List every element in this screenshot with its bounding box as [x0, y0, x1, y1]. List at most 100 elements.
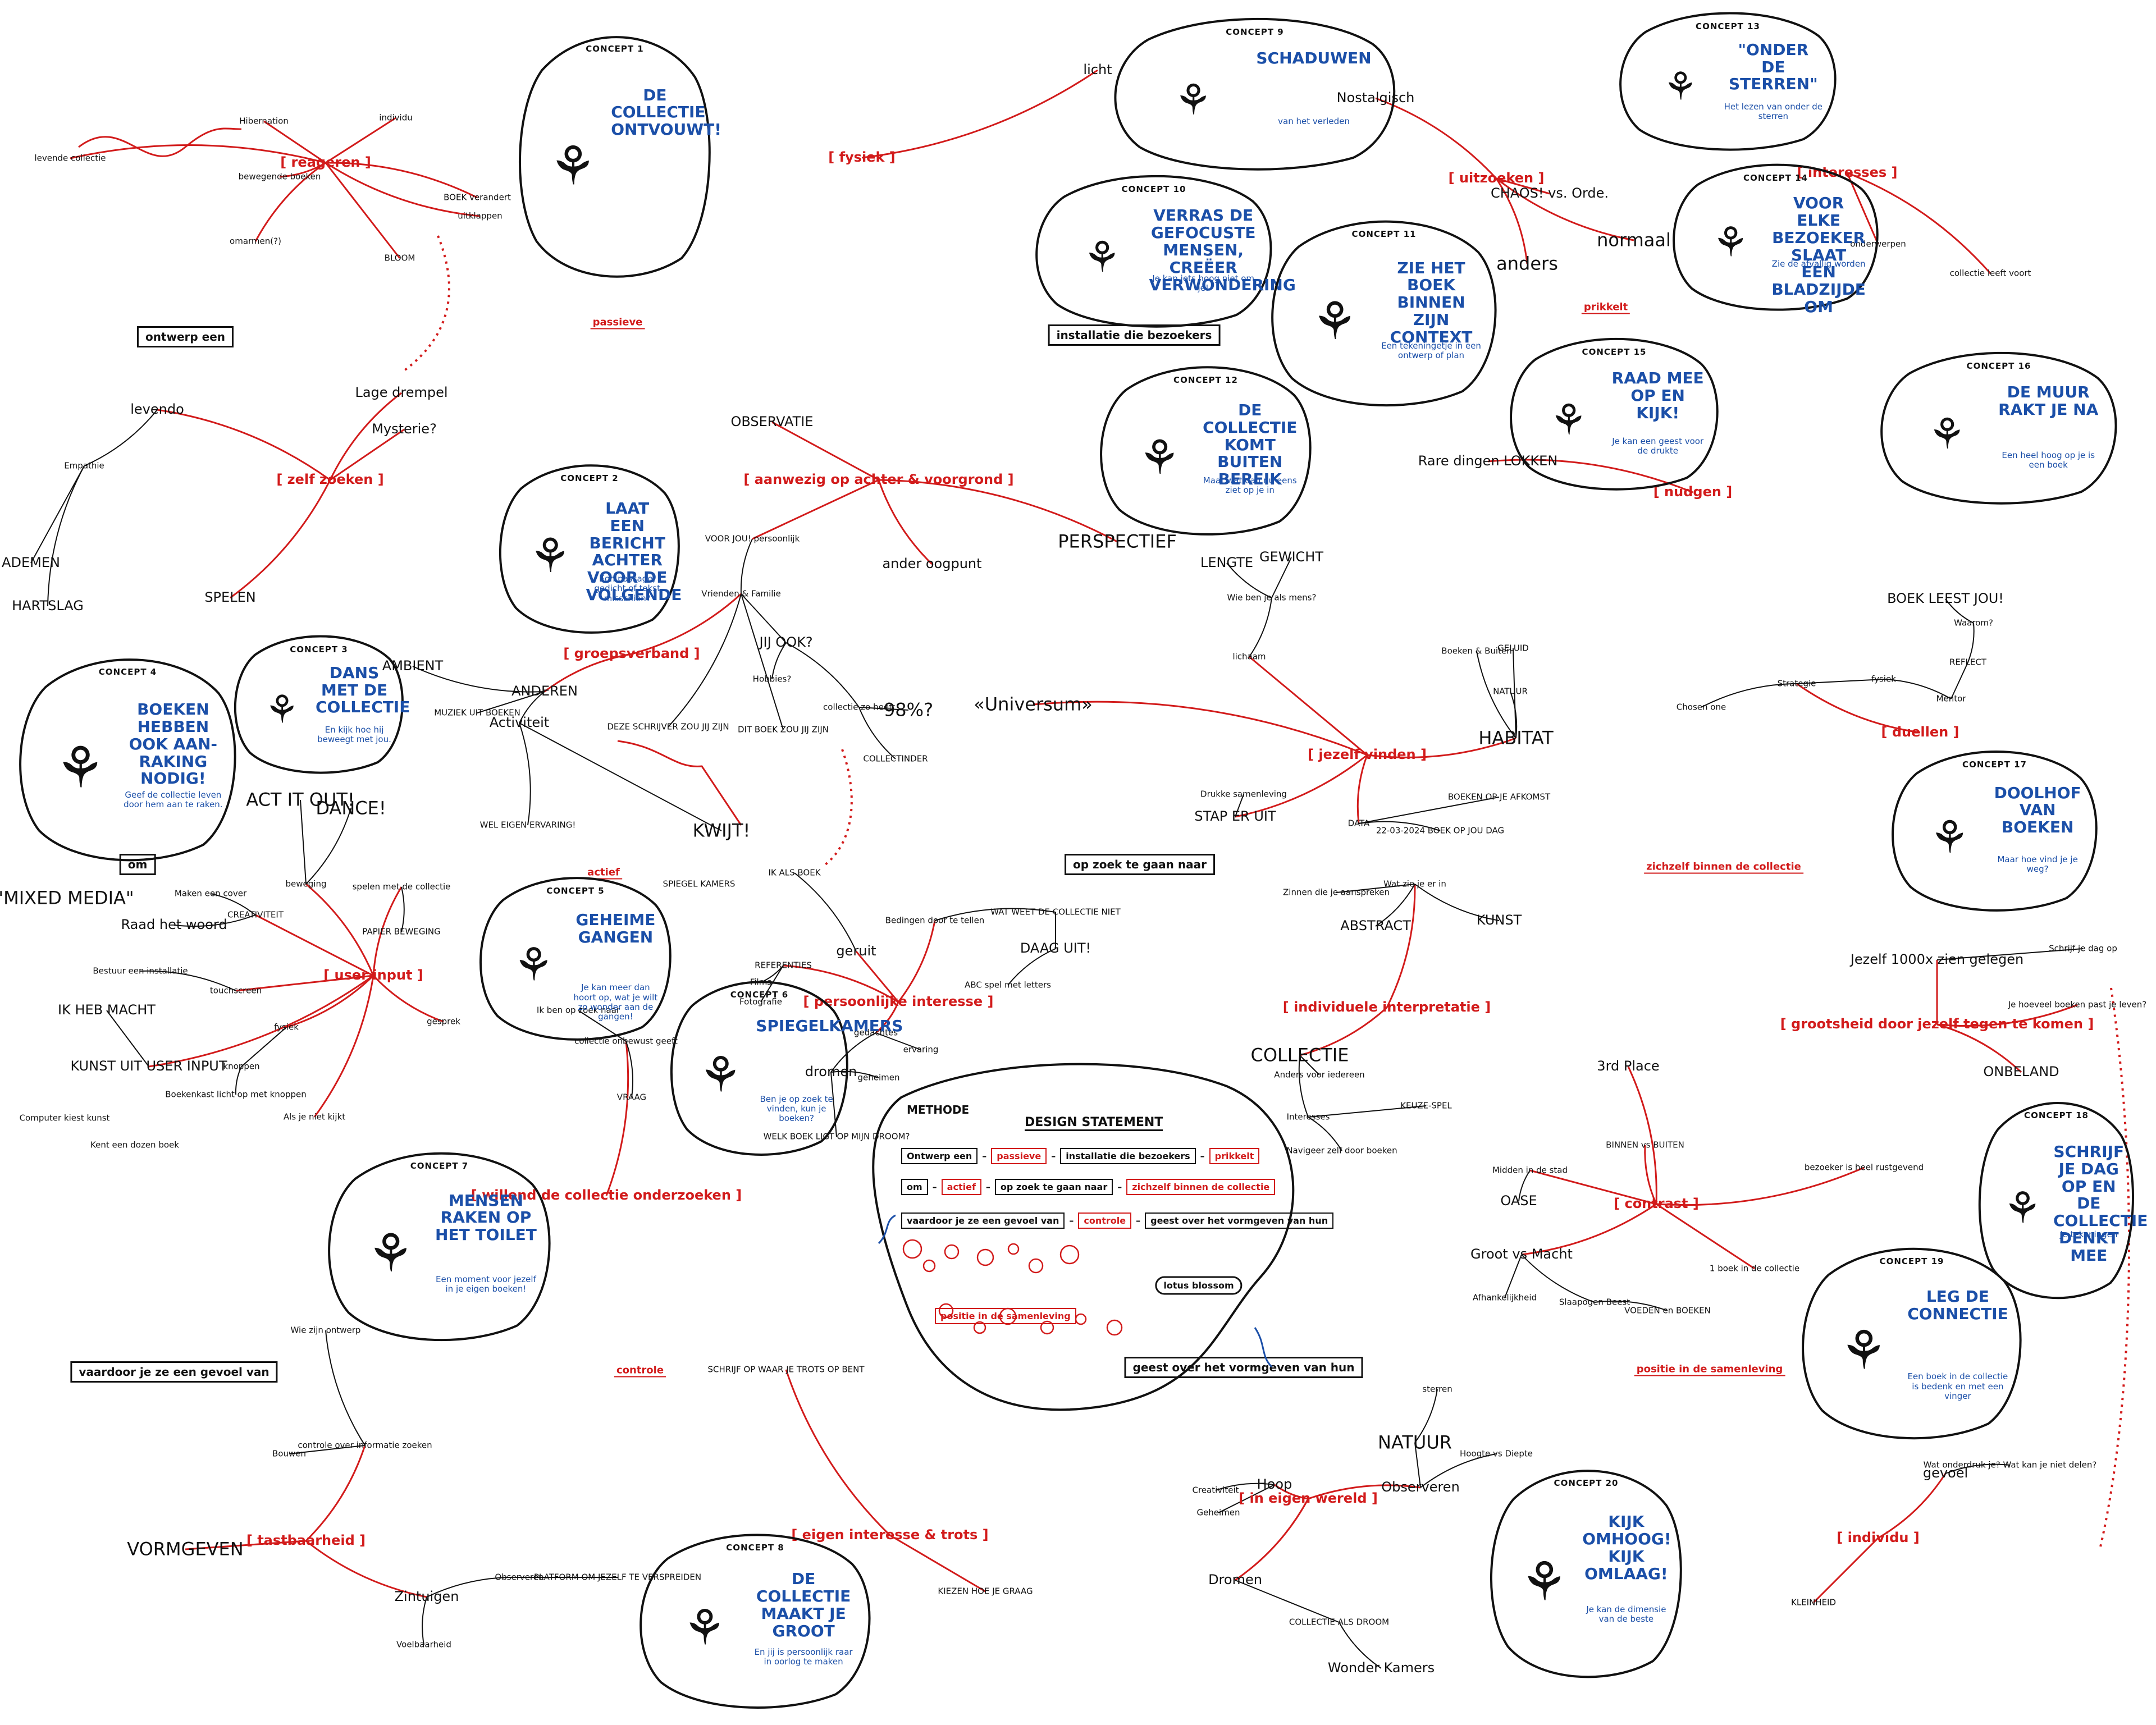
connection-line: [313, 975, 374, 1118]
concept-bubble: CONCEPT 7 MENSEN RAKEN OP HET TOILET Een…: [328, 1151, 551, 1342]
connection-line: [741, 593, 784, 730]
connection-line: [1495, 178, 1528, 264]
connection-line: [519, 722, 531, 826]
idea-node: Wie zijn ontwerp: [290, 1325, 361, 1335]
sketch-figure-icon: ⚘: [1839, 1320, 1888, 1382]
concept-subtitle: Zie de afvallig worden: [1771, 258, 1866, 269]
lotus-petal-circle: [922, 1259, 936, 1273]
idea-node: gesprek: [427, 1016, 460, 1027]
connection-line: [1796, 683, 1921, 734]
idea-node: Wat onderdruk je? Wat kan je niet delen?: [1923, 1459, 2097, 1470]
concept-subtitle: Je kan iets hoog niet om je!: [1152, 273, 1255, 294]
idea-node: beweging: [285, 878, 327, 889]
design-statement-row: om–actief–op zoek te gaan naar–zichzelf …: [901, 1179, 1276, 1195]
idea-node: Wonder Kamers: [1327, 1660, 1435, 1676]
idea-node: BOEKEN OP JE AFKOMST: [1447, 791, 1551, 802]
idea-node: Wat zie je er in: [1383, 878, 1446, 889]
connection-line: [1936, 948, 2084, 960]
separator-dash: –: [1200, 1151, 1205, 1161]
concept-title: DE COLLECTIE ONTVOUWT!: [611, 85, 721, 139]
concept-bubble: CONCEPT 6 SPIEGELKAMERS Ben je op zoek t…: [670, 980, 903, 1156]
connection-line: [1627, 1066, 1657, 1205]
idea-node: PAPIER BEWEGING: [362, 926, 441, 937]
concept-title: VERRAS DE GEFOCUSTE MENSEN, CREËER VERWO…: [1149, 206, 1296, 294]
idea-node: DIT BOEK ZOU JIJ ZIJN: [737, 724, 829, 735]
connection-line: [544, 653, 632, 693]
dotted-arc: [2099, 987, 2131, 1550]
connection-line: [740, 538, 753, 594]
idea-node: Kent een dozen boek: [90, 1140, 179, 1150]
lotus-petal-circle: [1028, 1258, 1044, 1274]
connection-line: [325, 1330, 366, 1446]
idea-node: Geheimen: [1196, 1507, 1240, 1518]
concept-number: CONCEPT 10: [1121, 184, 1186, 194]
concept-number: CONCEPT 19: [1879, 1256, 1944, 1266]
theme-node: [ persoonlijke interesse ]: [803, 994, 994, 1010]
idea-node: MUZIEK UIT BOEKEN: [434, 707, 520, 718]
concept-subtitle: En kijk hoe hij beweegt met jou.: [317, 724, 391, 744]
theme-node: [ grootsheid door jezelf tegen te komen …: [1780, 1016, 2094, 1032]
sketch-figure-icon: ⚘: [1663, 64, 1698, 109]
idea-node: omarmen(?): [230, 236, 281, 246]
sketch-figure-icon: ⚘: [682, 1599, 727, 1657]
connection-line: [1033, 701, 1368, 756]
connection-line: [1513, 648, 1516, 739]
idea-node: Observeren: [1381, 1479, 1460, 1495]
theme-node: [ reageren ]: [280, 154, 371, 171]
concept-number: CONCEPT 2: [560, 473, 619, 483]
idea-node: REFERENTIES: [755, 960, 812, 971]
connection-line: [329, 392, 402, 481]
connection-line: [1308, 1117, 1342, 1151]
concept-subtitle: Je tekeningen: [2060, 1229, 2118, 1239]
sketch-figure-icon: ⚘: [1174, 75, 1212, 125]
concept-number: CONCEPT 9: [1226, 27, 1284, 37]
idea-node: geheimen: [857, 1072, 900, 1083]
separator-dash: –: [1136, 1215, 1141, 1226]
idea-node: COLLECTIE: [1250, 1044, 1349, 1066]
idea-node: Navigeer zelf door boeken: [1286, 1145, 1397, 1156]
idea-node: WAT WEET DE COLLECTIE NIET: [990, 907, 1121, 917]
concept-title: DE COLLECTIE KOMT BUITEN BEREIK: [1203, 401, 1298, 489]
theme-node: [ contrast ]: [1614, 1196, 1699, 1212]
idea-node: GEWICHT: [1259, 549, 1324, 565]
idea-node: Bedingen door te tellen: [885, 915, 985, 926]
lotus-petal-circle: [1040, 1320, 1054, 1335]
idea-node: PERSPECTIEF: [1058, 530, 1177, 552]
concept-subtitle: Geef de collectie leven door hem aan te …: [124, 789, 223, 809]
idea-node: OASE: [1500, 1193, 1537, 1209]
connection-line: [1298, 1055, 1309, 1118]
idea-node: KEUZE-SPEL: [1400, 1100, 1452, 1111]
concept-bubble: CONCEPT 2 LAAT EEN BERICHT ACHTER VOOR D…: [499, 463, 682, 634]
connection-line: [286, 974, 374, 1028]
concept-bubble: CONCEPT 15 RAAD MEE OP EN KIJK! Je kan e…: [1510, 337, 1719, 491]
idea-node: IK HEB MACHT: [58, 1002, 156, 1018]
connection-line: [1878, 1473, 1947, 1539]
lotus-petal-circle: [973, 1321, 986, 1334]
connection-line: [1812, 1537, 1879, 1604]
idea-node: Groot vs Macht: [1470, 1246, 1573, 1262]
connection-line: [878, 479, 1118, 543]
sketch-figure-icon: ⚘: [528, 528, 572, 583]
connection-line: [372, 886, 403, 976]
connection-line: [1356, 754, 1368, 824]
connection-line: [255, 914, 374, 977]
idea-node: VOOR JOU! persoonlijk: [705, 533, 800, 544]
concept-number: CONCEPT 17: [1962, 759, 2027, 770]
connection-line: [1339, 1622, 1382, 1669]
concept-title: DE MUUR RAKT JE NA: [1998, 383, 2099, 419]
idea-node: Mentor: [1936, 693, 1966, 704]
lotus-blossom-label: lotus blossom: [1155, 1276, 1243, 1295]
connection-line: [289, 1445, 366, 1454]
theme-node: [ fysiek ]: [828, 149, 896, 166]
red-keyword-tag: actief: [585, 867, 622, 880]
statement-header-box: installatie die bezoekers: [1048, 324, 1221, 346]
idea-node: fysiek: [1871, 674, 1896, 684]
theme-node: [ individuele interpretatie ]: [1282, 999, 1491, 1015]
lotus-petal-circle: [1059, 1244, 1080, 1265]
connection-line: [1235, 754, 1368, 818]
idea-node: Mysterie?: [372, 421, 437, 437]
idea-node: Hibernation: [239, 116, 289, 126]
connection-line: [401, 886, 405, 932]
idea-node: Boekenkast licht op met knoppen: [165, 1089, 307, 1100]
idea-node: collectie leeft voort: [1949, 268, 2031, 278]
